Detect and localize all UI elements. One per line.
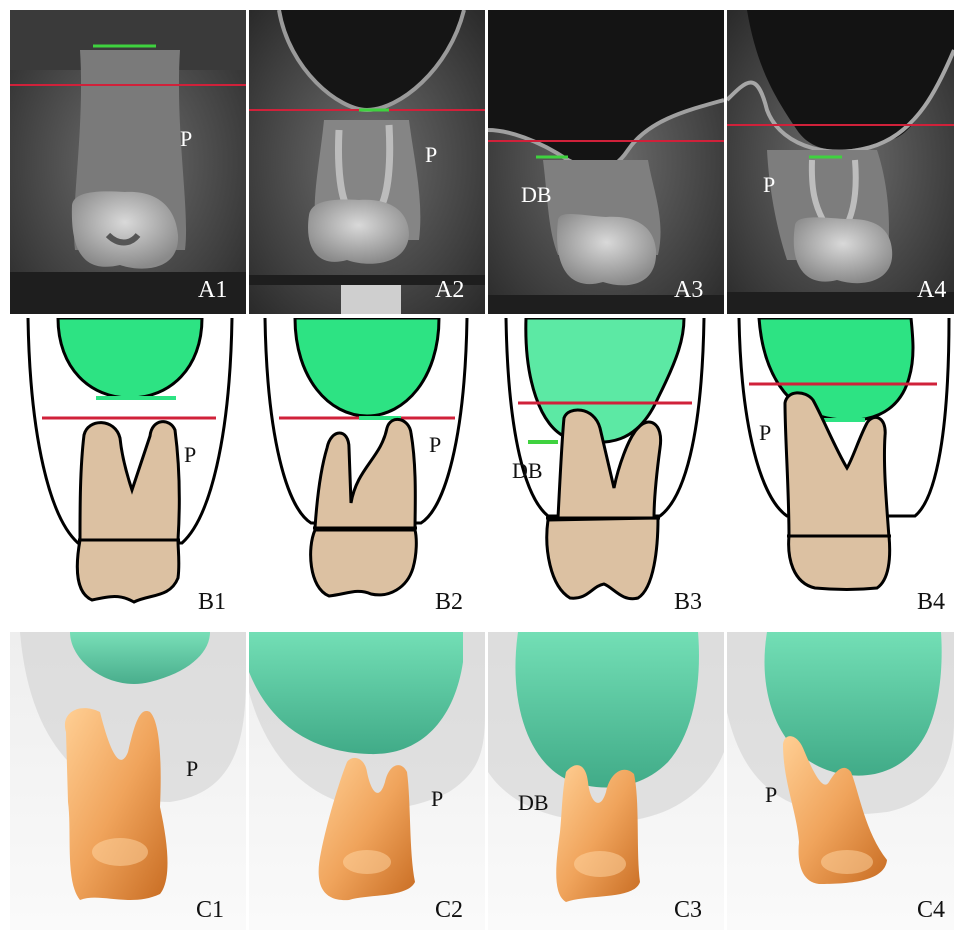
root-label: DB	[512, 460, 543, 482]
diagram-panel-b1: P B1	[10, 318, 246, 623]
model-c3	[488, 632, 724, 930]
root-label: DB	[518, 792, 549, 814]
panel-label: C4	[917, 898, 945, 922]
panel-label: A3	[674, 278, 703, 302]
model-panel-c3: DB C3	[488, 632, 724, 930]
panel-label: A2	[435, 278, 464, 302]
cbct-panel-a1: P A1	[10, 10, 246, 314]
diagram-panel-b4: P B4	[727, 318, 954, 623]
model-panel-c1: P C1	[10, 632, 246, 930]
root-label: P	[765, 784, 777, 806]
cbct-image-a3	[488, 10, 724, 314]
panel-label: B2	[435, 590, 463, 614]
panel-label: C1	[196, 898, 224, 922]
panel-label: B1	[198, 590, 226, 614]
model-c1	[10, 632, 246, 930]
model-c4	[727, 632, 954, 930]
panel-label: C2	[435, 898, 463, 922]
panel-label: A1	[198, 278, 227, 302]
root-label: P	[186, 758, 198, 780]
root-label: P	[184, 444, 196, 466]
root-label: DB	[521, 184, 552, 206]
model-c2	[249, 632, 485, 930]
root-label: P	[425, 144, 437, 166]
root-label: P	[763, 174, 775, 196]
panel-label: A4	[917, 278, 946, 302]
model-panel-c4: P C4	[727, 632, 954, 930]
panel-label: C3	[674, 898, 702, 922]
cbct-image-a2	[249, 10, 485, 314]
model-panel-c2: P C2	[249, 632, 485, 930]
cbct-panel-a3: DB A3	[488, 10, 724, 314]
cbct-image-a4	[727, 10, 954, 314]
root-label: P	[759, 422, 771, 444]
root-label: P	[429, 434, 441, 456]
diagram-b1	[10, 318, 246, 623]
diagram-b2	[249, 318, 485, 623]
diagram-panel-b2: P B2	[249, 318, 485, 623]
root-label: P	[180, 128, 192, 150]
panel-label: B4	[917, 590, 945, 614]
cbct-image-a1	[10, 10, 246, 314]
panel-label: B3	[674, 590, 702, 614]
diagram-b4	[727, 318, 954, 623]
root-label: P	[431, 788, 443, 810]
cbct-panel-a2: P A2	[249, 10, 485, 314]
cbct-panel-a4: P A4	[727, 10, 954, 314]
diagram-panel-b3: DB B3	[488, 318, 724, 623]
